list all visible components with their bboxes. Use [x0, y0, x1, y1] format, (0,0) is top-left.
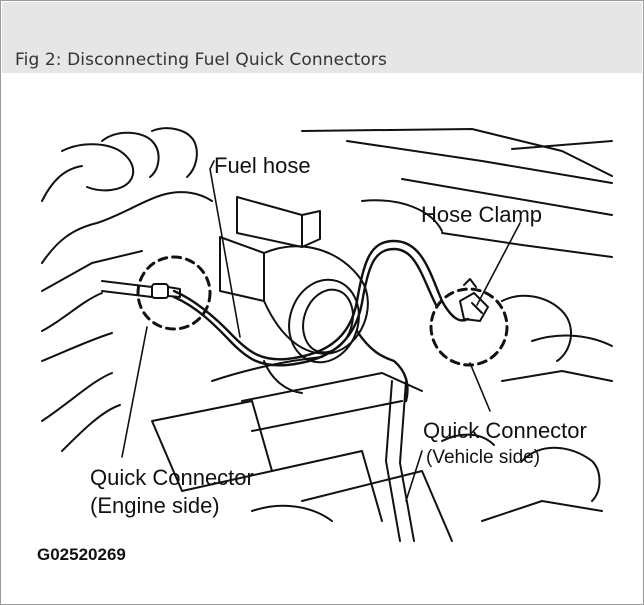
figure-code: G02520269	[37, 545, 126, 564]
right-components-drawing	[441, 294, 613, 522]
hose-clamp-leader	[476, 222, 521, 306]
hose-clamp-label: Hose Clamp	[421, 202, 543, 227]
vehicle-connector-side: (Vehicle side)	[426, 447, 541, 468]
fuel-hose-label: Fuel hose	[214, 153, 311, 178]
figure-caption: Fig 2: Disconnecting Fuel Quick Connecto…	[15, 50, 387, 70]
engine-connector-highlight	[136, 255, 212, 331]
vehicle-side-connector-drawing	[459, 278, 489, 322]
engine-side-connector-drawing	[101, 280, 181, 299]
vehicle-connector-highlight	[429, 287, 509, 367]
lower-structure-drawing	[151, 380, 453, 542]
hood-panel-drawing	[301, 128, 613, 258]
engine-connector-title: Quick Connector	[90, 465, 254, 490]
intake-manifold-drawing	[41, 127, 213, 452]
fuel-hose-line	[172, 239, 470, 403]
vehicle-connector-leader	[469, 362, 491, 412]
highlight-circles	[136, 255, 509, 367]
leader-lines	[121, 160, 521, 502]
engine-diagram	[41, 127, 613, 542]
fuel-hose-leader	[209, 160, 241, 338]
vehicle-connector-title: Quick Connector	[423, 418, 587, 443]
caption-bar: Fig 2: Disconnecting Fuel Quick Connecto…	[2, 2, 642, 73]
vehicle-side-leader	[405, 450, 423, 502]
engine-connector-side: (Engine side)	[90, 493, 220, 518]
engine-connector-leader	[121, 326, 148, 458]
